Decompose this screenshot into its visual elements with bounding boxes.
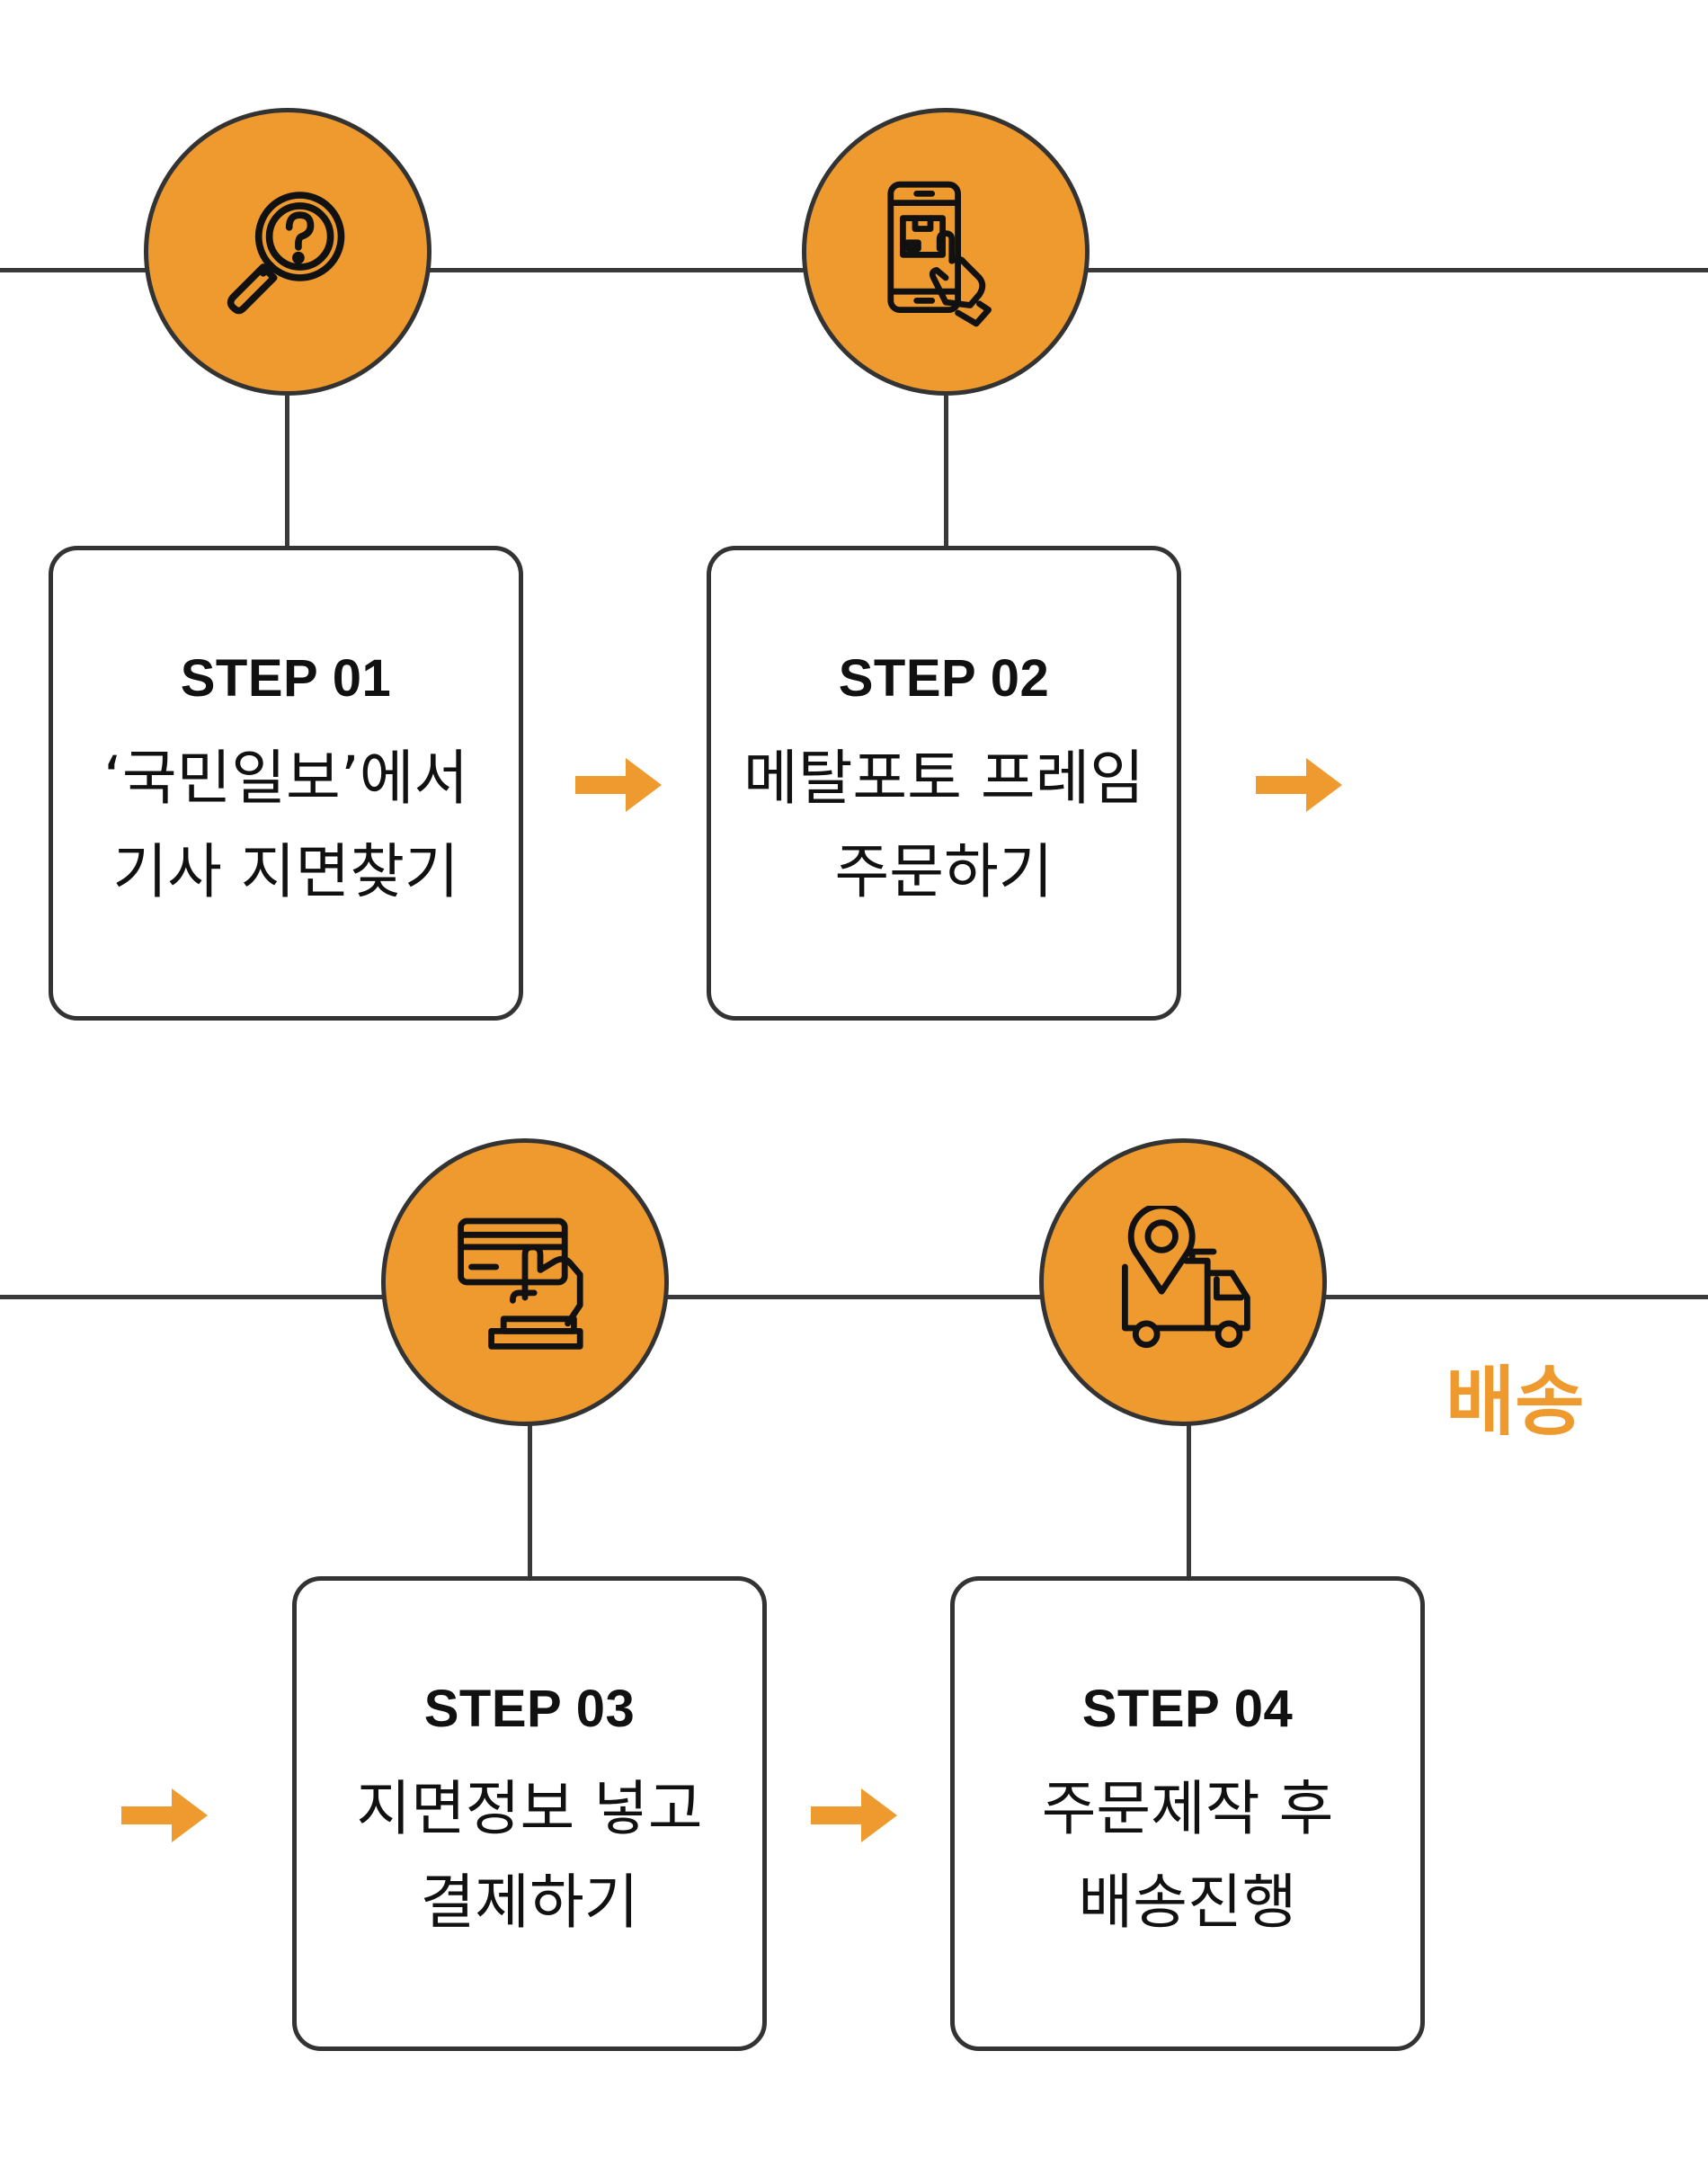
step-label: STEP 04 (1081, 1679, 1294, 1738)
step-description-line1: 지면정보 넣고 (356, 1773, 703, 1843)
step-label: STEP 01 (180, 648, 392, 708)
step-04-card: STEP 04 주문제작 후 배송진행 (950, 1576, 1425, 2051)
step-02-card: STEP 02 메탈포토 프레임 주문하기 (707, 546, 1181, 1021)
step-description-line1: 메탈포토 프레임 (743, 743, 1145, 813)
timeline-line-bottom (0, 1295, 1708, 1299)
step-03-circle (381, 1138, 669, 1426)
step-description-line2: 배송진행 (1078, 1867, 1297, 1937)
step-description-line1: ‘국민일보’에서 (102, 743, 469, 813)
step-description-line1: 주문제작 후 (1041, 1773, 1334, 1843)
step-02-circle (802, 108, 1090, 396)
step-01-card: STEP 01 ‘국민일보’에서 기사 지면찾기 (49, 546, 523, 1021)
step-03-card: STEP 03 지면정보 넣고 결제하기 (292, 1576, 767, 2051)
delivery-truck-icon (1122, 1206, 1250, 1349)
mobile-order-icon (887, 181, 992, 327)
step-01-circle (144, 108, 431, 396)
step-description-line2: 기사 지면찾기 (112, 836, 459, 906)
step-label: STEP 02 (838, 648, 1050, 708)
arrow-right-icon (121, 1788, 208, 1842)
step-description-line2: 주문하기 (834, 836, 1054, 906)
arrow-right-icon (811, 1788, 897, 1842)
connector-step-01 (285, 396, 289, 548)
card-payment-icon (458, 1217, 583, 1350)
step-label: STEP 03 (423, 1679, 636, 1738)
step-description-line2: 결제하기 (420, 1867, 639, 1937)
arrow-right-icon (575, 758, 662, 812)
connector-step-04 (1187, 1425, 1191, 1580)
connector-step-02 (944, 396, 948, 548)
arrow-right-icon (1256, 758, 1342, 812)
step-04-circle (1039, 1138, 1327, 1426)
search-question-icon (227, 192, 345, 315)
connector-step-03 (528, 1425, 532, 1580)
delivery-label: 배송 (1446, 1358, 1585, 1446)
